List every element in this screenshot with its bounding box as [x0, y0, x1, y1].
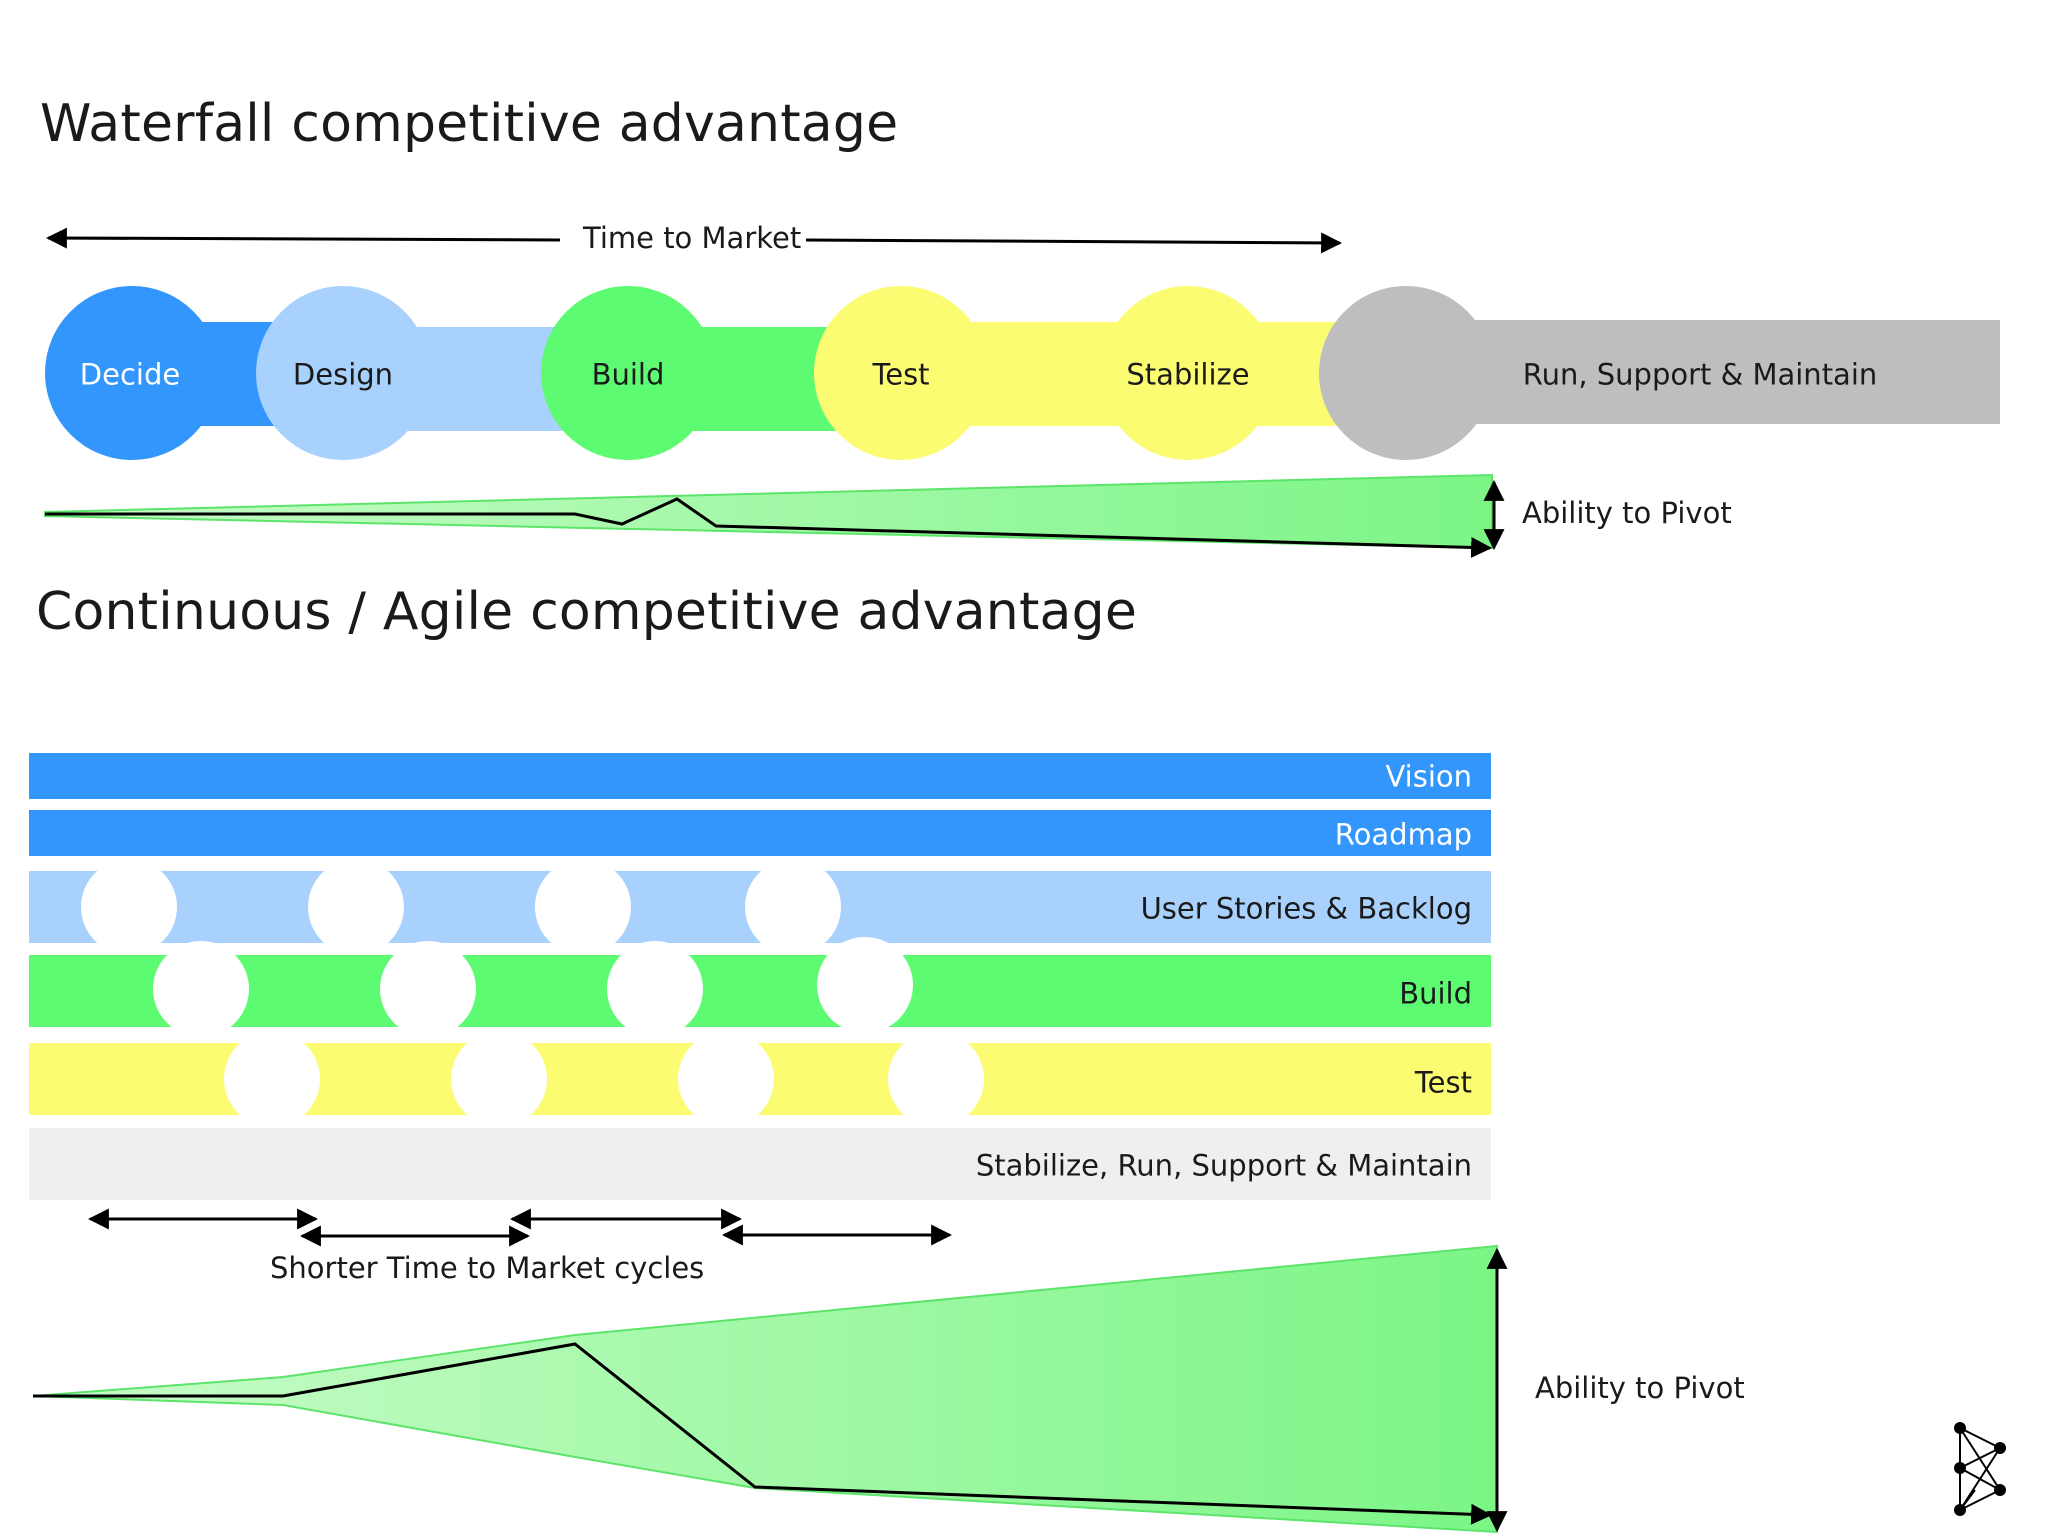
- lane-roadmap: [29, 810, 1491, 856]
- waterfall-title: Waterfall competitive advantage: [40, 94, 899, 154]
- cycles-label: Shorter Time to Market cycles: [270, 1251, 705, 1285]
- stage-label-test: Test: [872, 357, 930, 392]
- cycle-arrows: [87, 1208, 953, 1247]
- waterfall-pivot-label: Ability to Pivot: [1522, 496, 1732, 530]
- lane-label-roadmap: Roadmap: [1334, 817, 1472, 852]
- stage-circle-design: [256, 286, 430, 460]
- lane-label-user-stories: User Stories & Backlog: [1140, 891, 1472, 926]
- stage-label-design: Design: [292, 357, 394, 392]
- lane-label-test: Test: [1414, 1065, 1472, 1100]
- lane-vision: [29, 753, 1491, 799]
- stage-circle-test: [814, 286, 988, 460]
- stage-band-run: [1405, 320, 2000, 424]
- stage-label-decide: Decide: [79, 357, 181, 392]
- lane-label-build: Build: [1399, 976, 1472, 1011]
- network-graph-logo-icon: [1954, 1422, 2006, 1516]
- agile-pivot-wedge: [32, 1244, 1508, 1534]
- agile-pivot-label: Ability to Pivot: [1535, 1371, 1745, 1405]
- stage-circle-build: [541, 286, 715, 460]
- lane-build: [29, 955, 1491, 1027]
- iteration-gaps: [81, 859, 984, 1127]
- lane-label-stabilize-run: Stabilize, Run, Support & Maintain: [975, 1148, 1472, 1183]
- waterfall-pivot-wedge: [44, 473, 1505, 558]
- stage-circle-decide: [45, 286, 219, 460]
- stage-label-run: Run, Support & Maintain: [1522, 357, 1878, 392]
- lane-label-vision: Vision: [1385, 759, 1472, 794]
- lane-stabilize-run: [29, 1128, 1491, 1200]
- waterfall-stage-track: [45, 286, 2000, 460]
- stage-circle-run: [1319, 286, 1493, 460]
- stage-label-build: Build: [591, 357, 665, 392]
- time-to-market-label: Time to Market: [583, 221, 802, 255]
- time-to-market-arrow: [45, 227, 1343, 254]
- stage-label-stabilize: Stabilize: [1126, 357, 1250, 392]
- stage-circle-stabilize: [1101, 286, 1275, 460]
- agile-title: Continuous / Agile competitive advantage: [36, 582, 1138, 642]
- agile-swimlanes: [29, 753, 1491, 1200]
